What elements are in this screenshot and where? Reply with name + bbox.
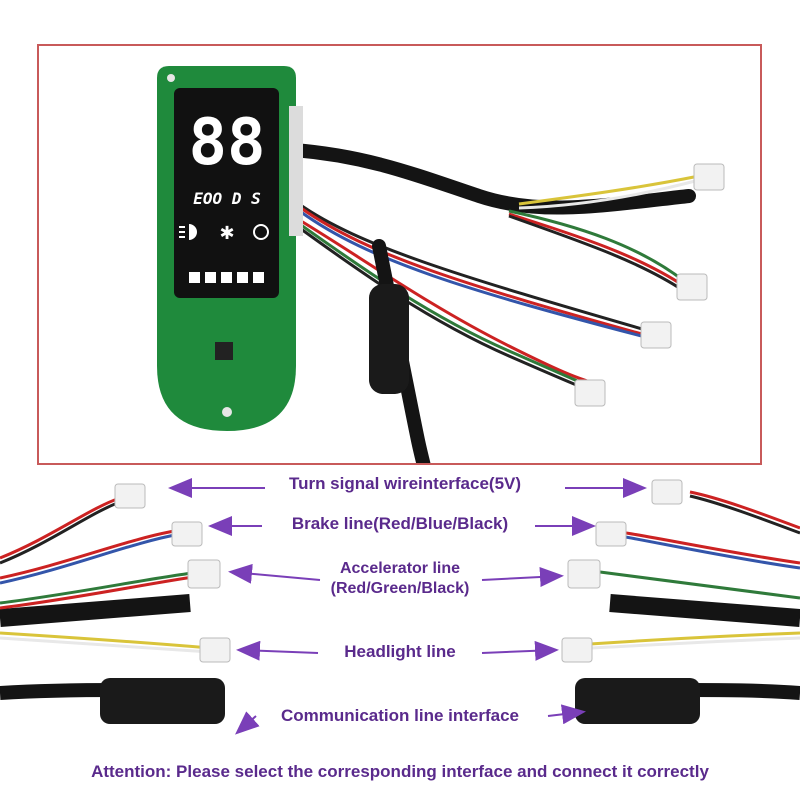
arrow-comm-right [547, 704, 586, 725]
battery-bar [237, 272, 248, 283]
arrow-headlight-right [481, 640, 559, 661]
lock-icon [253, 224, 269, 240]
accelerator-line-label: Accelerator line [339, 560, 461, 577]
headlight-icon [179, 224, 197, 240]
turn-signal-label: Turn signal wireinterface(5V) [288, 474, 522, 493]
connector-photo [0, 468, 800, 758]
battery-bar [189, 272, 200, 283]
bluetooth-icon: ✱ [219, 223, 234, 243]
product-photo-frame: 88 EOO D S ✱ [37, 44, 762, 465]
lcd-digits: 88 [188, 106, 265, 180]
attention-note: Attention: Please select the correspondi… [91, 762, 709, 781]
arrow-accel-left [228, 563, 321, 584]
arrow-comm-left [235, 711, 260, 735]
arrow-accel-right [481, 567, 564, 588]
arrow-headlight-left [236, 640, 319, 661]
lcd-mode-text: EOO D S [193, 189, 261, 208]
battery-bar [205, 272, 216, 283]
dashboard-pcb-photo: 88 EOO D S ✱ [157, 66, 725, 463]
battery-bar [221, 272, 232, 283]
wiring-harness-photo [0, 478, 800, 735]
brake-line-label: Brake line(Red/Blue/Black) [291, 514, 509, 533]
communication-line-label: Communication line interface [280, 706, 520, 725]
accelerator-colors-label: (Red/Green/Black) [330, 580, 470, 597]
headlight-line-label: Headlight line [344, 642, 456, 661]
battery-bar [253, 272, 264, 283]
battery-indicator [189, 272, 264, 283]
